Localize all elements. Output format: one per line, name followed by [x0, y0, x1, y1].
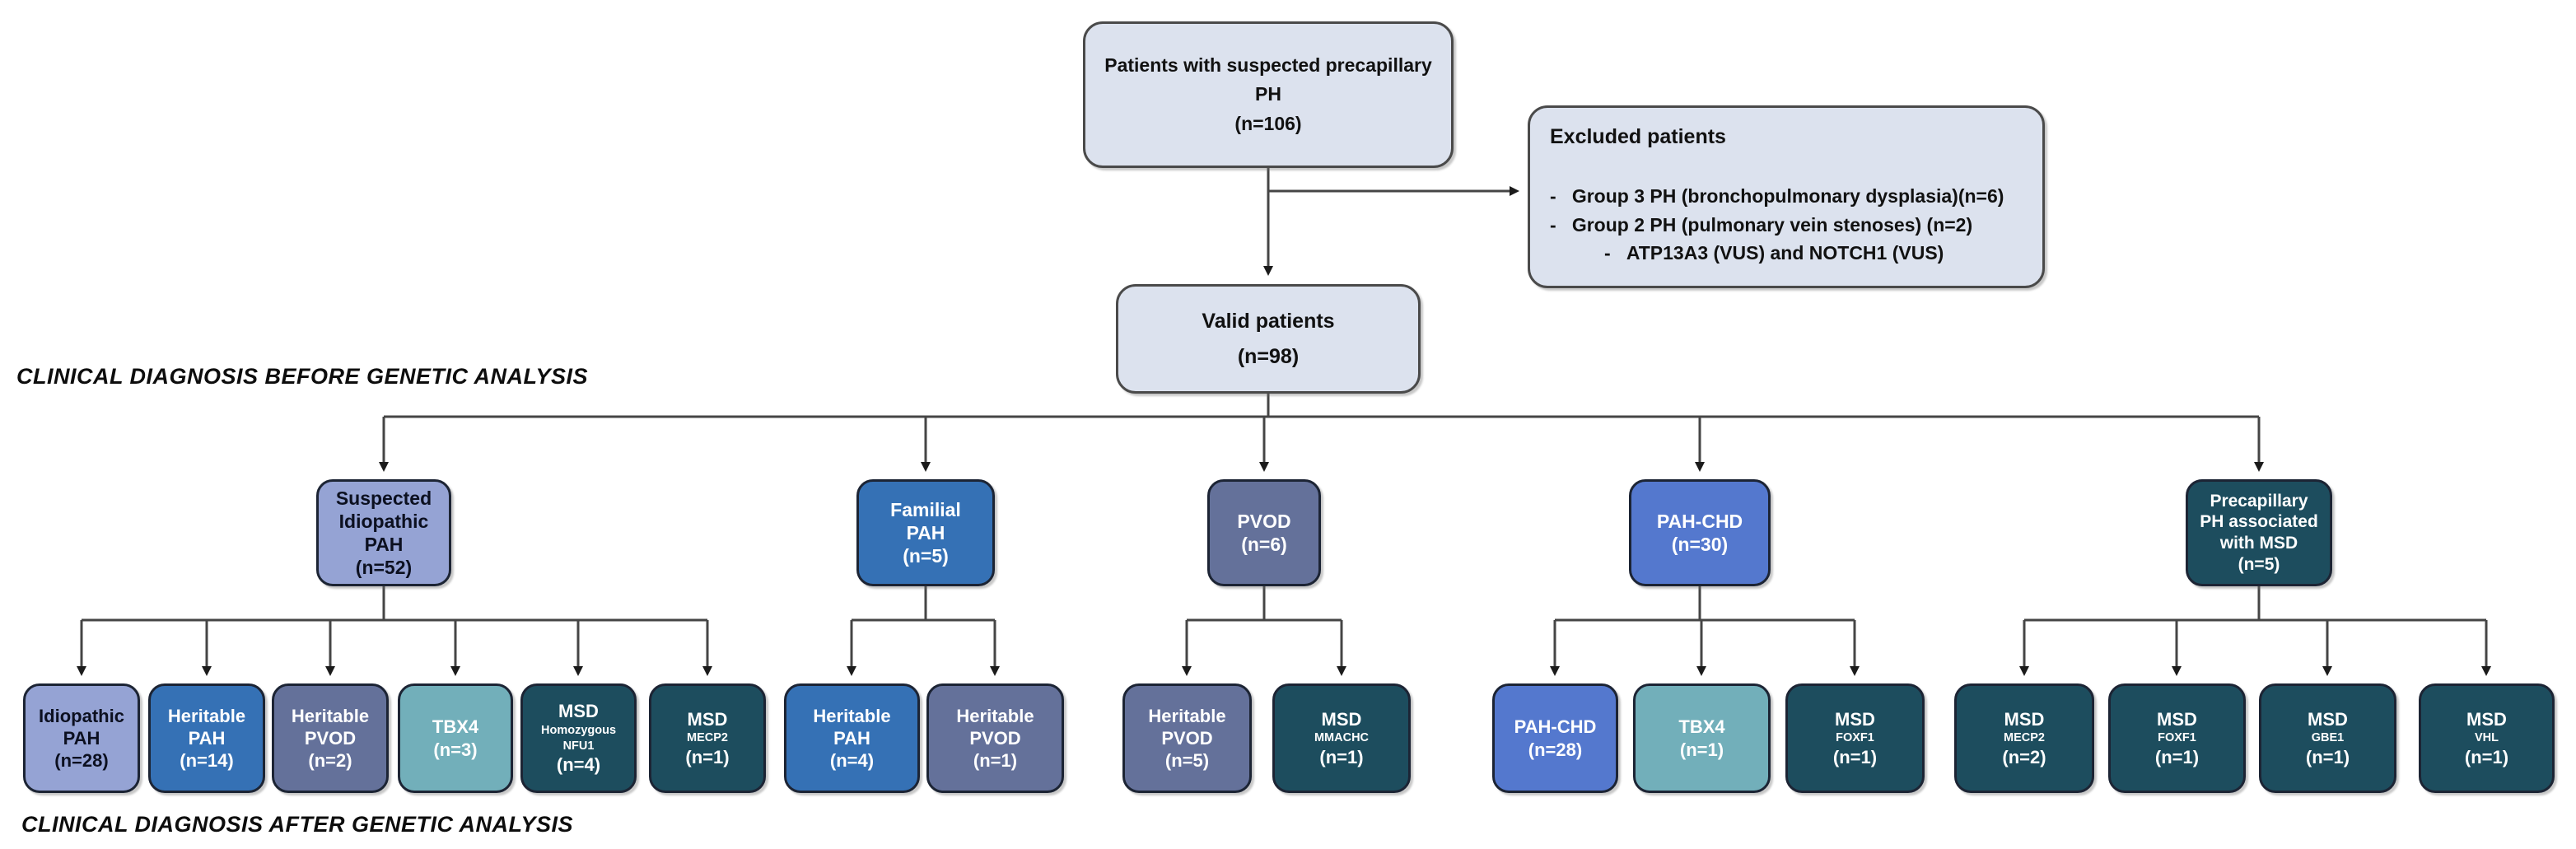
leaf-msd-mecp2-2-count: (n=2) [2002, 746, 2046, 767]
leaf-heritable-pvod-1-count: (n=1) [973, 750, 1018, 772]
leaf-msd-mmachc-gene: MMACHC [1314, 731, 1370, 745]
leaf-msd-foxf1-msd-gene: FOXF1 [2158, 731, 2196, 745]
leaf-msd-mmachc-label: MSD [1321, 708, 1362, 730]
leaf-tbx4-1-label: TBX4 [1678, 716, 1725, 738]
leaf-msd-gbe1-label: MSD [2308, 708, 2348, 730]
leaf-msd-foxf1-msd-count: (n=1) [2154, 746, 2200, 767]
leaf-heritable-pvod-5: Heritable PVOD (n=5) [1122, 683, 1252, 793]
leaf-msd-gbe1: MSD GBE1 (n=1) [2259, 683, 2396, 793]
leaf-msd-mecp2-2: MSD MECP2 (n=2) [1954, 683, 2094, 793]
leaf-msd-foxf1-msd: MSD FOXF1 (n=1) [2108, 683, 2246, 793]
box-valid-patients-label: Valid patients (n=98) [1202, 310, 1335, 368]
leaf-msd-vhl-label: MSD [2466, 708, 2507, 730]
leaf-msd-mmachc-count: (n=1) [1319, 746, 1364, 767]
leaf-heritable-pah-14: Heritable PAH (n=14) [148, 683, 265, 793]
excluded-patients-list: - Group 3 PH (bronchopulmonary dysplasia… [1550, 182, 2004, 268]
leaf-heritable-pvod-5-label: Heritable PVOD [1148, 705, 1226, 749]
leaf-msd-gbe1-gene: GBE1 [2311, 731, 2345, 745]
leaf-heritable-pvod-1-label: Heritable PVOD [956, 705, 1034, 749]
leaf-heritable-pvod-5-count: (n=5) [1164, 750, 1210, 772]
leaf-msd-mecp2-2-label: MSD [2004, 708, 2045, 730]
leaf-msd-foxf1-pahchd: MSD FOXF1 (n=1) [1785, 683, 1925, 793]
leaf-msd-mecp2-1: MSD MECP2 (n=1) [649, 683, 766, 793]
leaf-heritable-pvod-1: Heritable PVOD (n=1) [926, 683, 1064, 793]
leaf-idiopathic-pah-count: (n=28) [54, 750, 109, 772]
box-suspected-precapillary-ph-label: Patients with suspected precapillary PH … [1104, 54, 1432, 134]
branch-precapillary-ph-msd-label: Precapillary PH associated with MSD (n=5… [2200, 491, 2318, 574]
box-excluded-patients: Excluded patients - Group 3 PH (bronchop… [1528, 105, 2045, 288]
leaf-heritable-pah-14-count: (n=14) [180, 750, 234, 772]
leaf-tbx4-3-count: (n=3) [433, 739, 478, 760]
leaf-pah-chd-28-count: (n=28) [1528, 739, 1583, 760]
leaf-msd-mecp2-2-gene: MECP2 [2004, 731, 2045, 745]
leaf-msd-foxf1-pahchd-gene: FOXF1 [1836, 731, 1874, 745]
leaf-tbx4-3-label: TBX4 [432, 716, 479, 738]
leaf-msd-mecp2-1-count: (n=1) [685, 746, 730, 767]
leaf-heritable-pvod-2: Heritable PVOD (n=2) [272, 683, 389, 793]
leaf-pah-chd-28-label: PAH-CHD [1514, 716, 1597, 738]
leaf-msd-mecp2-1-gene: MECP2 [687, 731, 728, 745]
label-after-genetic-analysis: CLINICAL DIAGNOSIS AFTER GENETIC ANALYSI… [21, 812, 574, 837]
leaf-msd-vhl-gene: VHL [2475, 731, 2499, 745]
leaf-tbx4-1: TBX4 (n=1) [1633, 683, 1771, 793]
leaf-heritable-pah-4-count: (n=4) [829, 750, 875, 772]
leaf-tbx4-3: TBX4 (n=3) [398, 683, 513, 793]
branch-pvod-label: PVOD (n=6) [1237, 510, 1291, 555]
box-valid-patients: Valid patients (n=98) [1116, 284, 1421, 394]
leaf-msd-mecp2-1-label: MSD [687, 708, 728, 730]
leaf-heritable-pvod-2-count: (n=2) [308, 750, 352, 772]
leaf-heritable-pvod-2-label: Heritable PVOD [291, 705, 370, 749]
leaf-heritable-pah-4: Heritable PAH (n=4) [784, 683, 920, 793]
branch-suspected-idiopathic-pah-label: Suspected Idiopathic PAH (n=52) [335, 487, 432, 579]
leaf-msd-nfu1-label: MSD [558, 701, 599, 722]
label-before-genetic-analysis: CLINICAL DIAGNOSIS BEFORE GENETIC ANALYS… [16, 364, 589, 389]
branch-familial-pah-label: Familial PAH (n=5) [890, 498, 961, 567]
leaf-msd-nfu1: MSD Homozygous NFU1 (n=4) [520, 683, 637, 793]
excluded-patients-title: Excluded patients [1550, 125, 1726, 148]
leaf-pah-chd-28: PAH-CHD (n=28) [1492, 683, 1618, 793]
leaf-msd-vhl-count: (n=1) [2464, 746, 2509, 767]
leaf-msd-nfu1-gene: Homozygous NFU1 [540, 723, 617, 753]
branch-pvod: PVOD (n=6) [1207, 479, 1321, 586]
branch-pah-chd-label: PAH-CHD (n=30) [1656, 510, 1743, 555]
excluded-item-vus: - ATP13A3 (VUS) and NOTCH1 (VUS) [1604, 242, 1944, 264]
leaf-msd-vhl: MSD VHL (n=1) [2419, 683, 2555, 793]
branch-precapillary-ph-msd: Precapillary PH associated with MSD (n=5… [2186, 479, 2332, 586]
excluded-item-group3: - Group 3 PH (bronchopulmonary dysplasia… [1550, 185, 2004, 207]
branch-suspected-idiopathic-pah: Suspected Idiopathic PAH (n=52) [316, 479, 451, 586]
leaf-idiopathic-pah: Idiopathic PAH (n=28) [23, 683, 140, 793]
leaf-msd-foxf1-pahchd-label: MSD [1835, 708, 1875, 730]
leaf-msd-gbe1-count: (n=1) [2305, 746, 2350, 767]
leaf-msd-mmachc: MSD MMACHC (n=1) [1272, 683, 1411, 793]
leaf-msd-foxf1-pahchd-count: (n=1) [1832, 746, 1878, 767]
excluded-item-group2: - Group 2 PH (pulmonary vein stenoses) (… [1550, 213, 1973, 236]
branch-familial-pah: Familial PAH (n=5) [856, 479, 995, 586]
leaf-msd-foxf1-msd-label: MSD [2157, 708, 2197, 730]
leaf-tbx4-1-count: (n=1) [1679, 739, 1724, 760]
leaf-heritable-pah-14-label: Heritable PAH [167, 705, 246, 749]
box-suspected-precapillary-ph: Patients with suspected precapillary PH … [1083, 21, 1454, 168]
leaf-heritable-pah-4-label: Heritable PAH [813, 705, 891, 749]
leaf-idiopathic-pah-label: Idiopathic PAH [39, 705, 124, 749]
leaf-msd-nfu1-count: (n=4) [556, 754, 601, 776]
branch-pah-chd: PAH-CHD (n=30) [1629, 479, 1771, 586]
